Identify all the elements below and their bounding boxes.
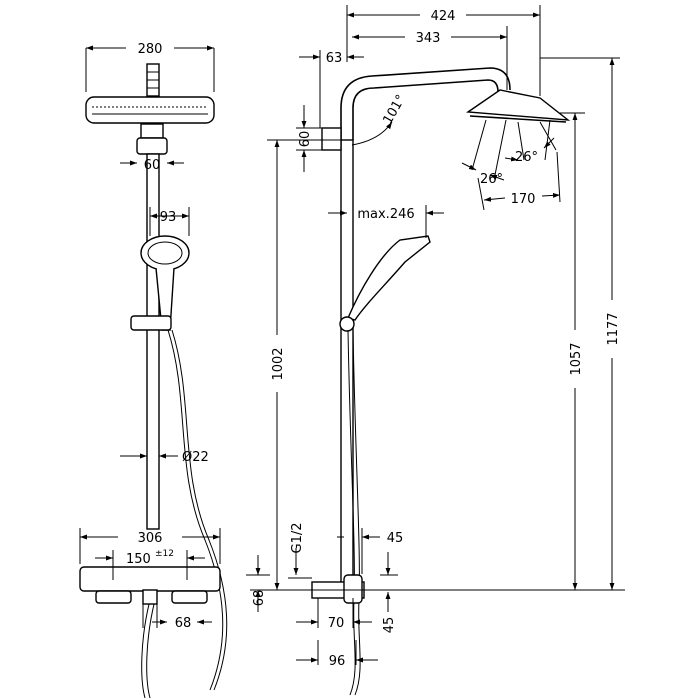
dim-hand-shower-width: 93 bbox=[160, 210, 177, 225]
dim-outlet-offset: 45 bbox=[387, 531, 404, 546]
dim-overhead-width: 280 bbox=[138, 42, 163, 57]
side-hand-shower bbox=[347, 235, 431, 321]
front-shower-rail bbox=[146, 153, 160, 530]
dim-inlet-thread: G1/2 bbox=[290, 523, 305, 554]
dim-total-height: 1177 bbox=[606, 312, 621, 345]
dim-spray-angle-a: 26° bbox=[480, 172, 503, 187]
side-view: 424 343 63 60 101° 26° 26° 170 max.246 bbox=[246, 5, 625, 696]
dim-wall-bracket: 60 bbox=[144, 158, 161, 173]
dim-head-height: 1057 bbox=[569, 342, 584, 375]
dim-hand-reach: max.246 bbox=[357, 207, 414, 222]
front-arm-joint bbox=[140, 123, 164, 139]
dim-projection-96: 96 bbox=[329, 654, 346, 669]
dim-inlet-spacing: 150 bbox=[126, 552, 151, 567]
front-overhead-shower bbox=[85, 63, 215, 124]
dim-spray-angle-b: 26° bbox=[515, 150, 538, 165]
front-slider bbox=[130, 315, 172, 331]
dim-arm-angle: 101° bbox=[380, 92, 409, 127]
dim-projection-70: 70 bbox=[328, 616, 345, 631]
dim-mixer-height: 68 bbox=[252, 590, 267, 607]
dim-inlet-tolerance: ±12 bbox=[155, 549, 174, 559]
front-view: 280 60 93 Ø22 306 150 ±12 68 bbox=[79, 42, 228, 699]
front-hose bbox=[167, 329, 224, 691]
front-thermostat bbox=[79, 566, 221, 605]
dim-thermostat-width: 306 bbox=[138, 531, 163, 546]
front-wall-bracket bbox=[136, 137, 168, 155]
side-overhead-head bbox=[465, 89, 571, 123]
front-hand-shower bbox=[140, 235, 190, 331]
dim-bracket-height: 60 bbox=[298, 131, 313, 148]
dim-rail-diameter: Ø22 bbox=[182, 450, 209, 465]
dim-bracket-offset: 63 bbox=[326, 51, 343, 66]
dim-projection-45: 45 bbox=[382, 617, 397, 634]
side-slider bbox=[339, 316, 355, 332]
side-shower-rail bbox=[340, 139, 354, 591]
side-wall-bracket bbox=[321, 127, 342, 151]
side-shower-arm bbox=[340, 67, 511, 140]
dim-head-diameter: 170 bbox=[511, 192, 536, 207]
dim-rail-height: 1002 bbox=[271, 347, 286, 380]
dim-total-reach: 424 bbox=[431, 9, 456, 24]
dim-thermostat-handle: 68 bbox=[175, 616, 192, 631]
dim-arm-reach: 343 bbox=[416, 31, 441, 46]
